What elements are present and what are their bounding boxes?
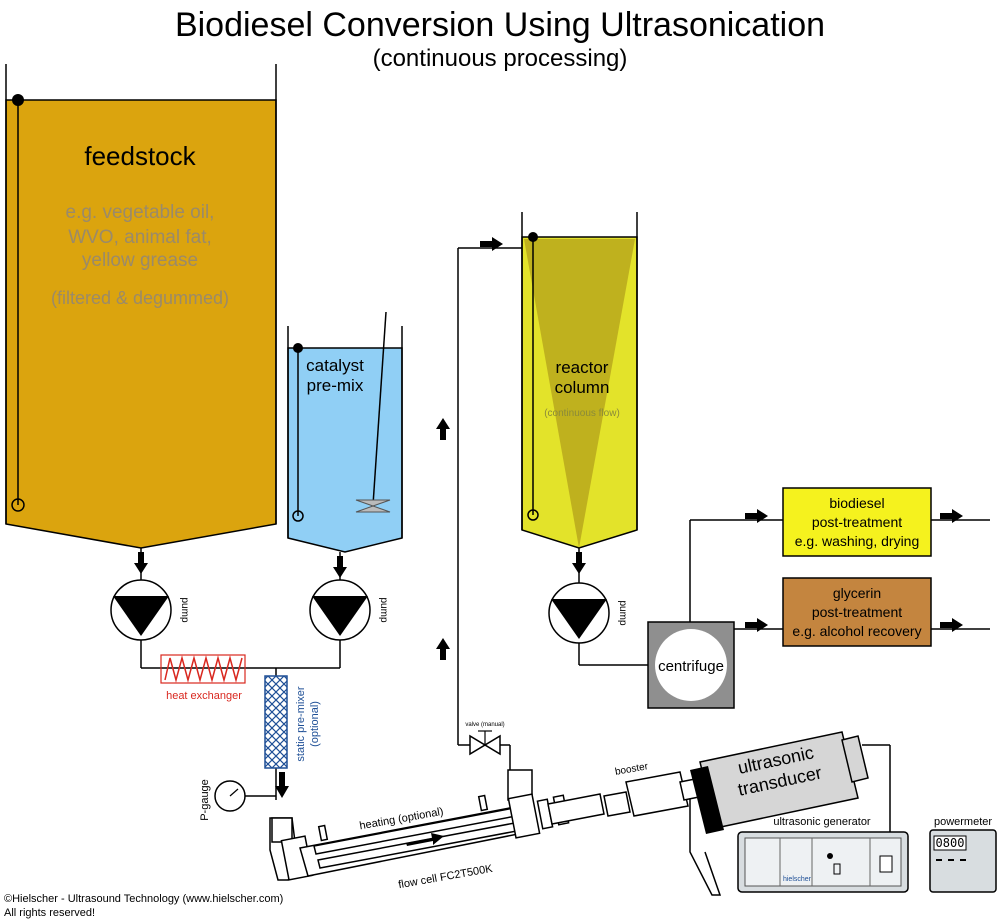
feedstock-example-3: yellow grease [82, 250, 198, 271]
heat-exchanger: heat exchanger [160, 654, 246, 702]
arrow-reactor-in [480, 237, 503, 251]
copyright-line2: All rights reserved! [4, 907, 95, 919]
feedstock-example-2: WVO, animal fat, [68, 227, 212, 248]
heat-exchanger-label: heat exchanger [166, 690, 242, 702]
biodiesel-box-line2: post-treatment [812, 514, 902, 530]
manual-valve: valve (manual) [465, 722, 505, 756]
biodiesel-box-line3: e.g. washing, drying [795, 533, 920, 549]
powermeter-label: powermeter [934, 816, 992, 828]
flow-cell [269, 769, 605, 881]
pump-feedstock: pump [110, 579, 190, 641]
static-pre-mixer: static pre-mixer (optional) [264, 675, 321, 769]
arrow-recycle-up-2 [436, 638, 450, 660]
flow-cell-label: flow cell FC2T500K [397, 863, 494, 891]
reactor-label-line1: reactor [556, 358, 609, 377]
pump-label: pump [378, 597, 389, 622]
powermeter-reading: 0800 [936, 836, 965, 850]
reactor-cone [524, 239, 635, 548]
arrow-glycerin-out [940, 618, 963, 632]
glycerin-box-line3: e.g. alcohol recovery [792, 623, 921, 639]
reactor-column: reactor column (continuous flow) [521, 212, 638, 549]
piping [140, 247, 990, 896]
pressure-gauge: P-gauge [199, 779, 246, 821]
reactor-note: (continuous flow) [544, 408, 620, 419]
arrow-feed-down [134, 552, 148, 574]
ultrasonic-transducer: ultrasonic transducer [690, 731, 869, 834]
feedstock-note: (filtered & degummed) [51, 288, 229, 308]
biodiesel-post-treatment-box: biodiesel post-treatment e.g. washing, d… [782, 487, 932, 557]
catalyst-label-line1: catalyst [306, 356, 364, 375]
copyright-line1: ©Hielscher - Ultrasound Technology (www.… [4, 893, 283, 905]
valve-label: valve (manual) [465, 722, 504, 728]
centrifuge-label: centrifuge [658, 658, 724, 675]
static-mixer-label-line2: (optional) [309, 701, 321, 747]
flow-cell-direction-arrow [406, 833, 444, 846]
ultrasonic-generator: ultrasonic generator hielscher [737, 816, 909, 893]
glycerin-box-line1: glycerin [833, 585, 881, 601]
diagram-title: Biodiesel Conversion Using Ultrasonicati… [175, 6, 825, 44]
agitator-blade [355, 499, 391, 513]
arrow-mixer-down [275, 772, 289, 798]
reactor-label-line2: column [555, 378, 610, 397]
static-mixer-label-line1: static pre-mixer [295, 686, 307, 762]
glycerin-post-treatment-box: glycerin post-treatment e.g. alcohol rec… [782, 577, 932, 647]
arrow-glycerin-in [745, 618, 768, 632]
generator-brand: hielscher [783, 876, 812, 883]
generator-label: ultrasonic generator [773, 816, 871, 828]
biodiesel-box-line1: biodiesel [829, 495, 884, 511]
arrow-catalyst-down [333, 556, 347, 578]
feedstock-tank: feedstock e.g. vegetable oil, WVO, anima… [5, 64, 277, 549]
p-gauge-label: P-gauge [199, 779, 211, 821]
powermeter: powermeter 0800 [929, 816, 997, 893]
arrow-biodiesel-in [745, 509, 768, 523]
catalyst-tank: catalyst pre-mix [287, 311, 403, 553]
pump-label: pump [179, 597, 190, 622]
catalyst-label-line2: pre-mix [307, 376, 364, 395]
booster-label: booster [614, 761, 649, 778]
arrow-recycle-up-1 [436, 418, 450, 440]
centrifuge: centrifuge [647, 621, 735, 709]
pump-catalyst: pump [309, 579, 389, 641]
pump-label: pump [617, 600, 628, 625]
booster [603, 771, 705, 817]
feedstock-label: feedstock [84, 141, 196, 171]
feedstock-example-1: e.g. vegetable oil, [66, 202, 215, 223]
flow-arrows [134, 237, 963, 798]
glycerin-box-line2: post-treatment [812, 604, 902, 620]
arrow-biodiesel-out [940, 509, 963, 523]
arrow-reactor-down [572, 552, 586, 574]
agitator-shaft [372, 311, 387, 506]
pump-reactor: pump [548, 582, 628, 644]
diagram-subtitle: (continuous processing) [373, 45, 628, 72]
